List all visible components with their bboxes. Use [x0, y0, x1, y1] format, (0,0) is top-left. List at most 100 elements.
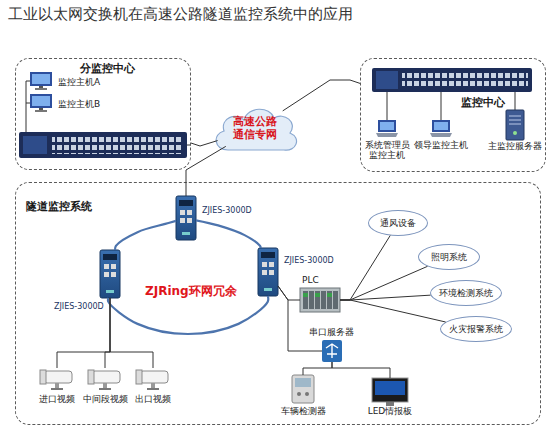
din-switch — [180, 218, 185, 223]
plc-icon — [315, 291, 320, 309]
plc-icon — [315, 293, 320, 297]
din-switch — [111, 264, 116, 269]
subsystem-ellipse: 照明系统 — [418, 244, 480, 270]
laptop-icon — [430, 133, 452, 137]
camera-icon — [136, 370, 142, 384]
device-node: 中间段视频 — [88, 368, 122, 390]
cloud-outline — [216, 109, 296, 150]
rack-switch — [23, 136, 47, 154]
subsystem-ellipse: 通风设备 — [368, 210, 428, 236]
wire — [387, 92, 515, 120]
server-icon — [509, 116, 521, 124]
subsystem-ellipse: 环境检测系统 — [430, 280, 502, 306]
camera-icon — [103, 383, 107, 388]
computer-icon — [30, 94, 52, 108]
wire — [387, 92, 515, 120]
node-label: 照明系统 — [431, 252, 467, 262]
device-node: 监控主机A — [30, 72, 52, 90]
device-node: ZJIES-3000D — [176, 196, 196, 240]
laptop-icon — [378, 120, 396, 132]
node-label: ZJIES-3000D — [284, 256, 334, 265]
computer-icon — [30, 94, 52, 112]
ring-label: ZJRing环网冗余 — [145, 283, 237, 300]
device-node: 进口视频 — [40, 368, 74, 390]
serial-server-icon — [322, 340, 342, 362]
connector-line — [340, 236, 390, 300]
node-label: 中间段视频 — [75, 394, 135, 404]
device-node: 领导监控主机 — [430, 120, 452, 138]
server-icon — [506, 110, 524, 140]
node-label: 分监控中心 — [80, 63, 135, 76]
server-icon — [513, 131, 517, 135]
computer-icon — [39, 86, 43, 88]
group-box: 隧道监控系统ZJIES-3000DZJIES-3000DZJIES-3000DP… — [15, 182, 541, 425]
node-label: PLC — [302, 275, 319, 285]
connector-line — [278, 286, 322, 351]
vehicle-detector-icon — [305, 392, 309, 396]
plc-icon — [327, 293, 332, 297]
computer-icon — [39, 108, 43, 110]
camera-icon — [140, 371, 168, 383]
node-label: 系统管理员 监控主机 — [362, 140, 412, 161]
node-label: 主监控服务器 — [485, 141, 545, 151]
connector-line — [57, 298, 110, 368]
plc-icon — [327, 291, 332, 309]
node-label: 环境检测系统 — [439, 288, 493, 298]
led-board-icon — [372, 378, 408, 402]
subsystem-ellipse: 火灾报警系统 — [440, 316, 512, 342]
din-switch — [262, 270, 267, 275]
node-label: 监控主机B — [58, 99, 100, 109]
connector-line — [278, 286, 300, 300]
plc-icon — [303, 291, 308, 309]
din-switch — [106, 290, 114, 293]
din-switch — [179, 200, 193, 206]
din-switch — [104, 272, 109, 277]
ring-link — [196, 220, 261, 248]
camera-icon — [51, 388, 63, 390]
server-icon — [506, 110, 524, 140]
device-node: 系统管理员 监控主机 — [376, 120, 398, 138]
node-label: 监控中心 — [461, 97, 505, 110]
node-label: 高速公路 通信专网 — [226, 116, 284, 141]
led-board-icon — [372, 378, 408, 406]
device-node: LED情报板 — [372, 378, 408, 402]
din-switch — [176, 196, 196, 240]
din-switch — [258, 248, 278, 296]
ring-link — [115, 221, 176, 250]
rack-switch — [376, 71, 398, 89]
device-node: ZJIES-3000D — [100, 250, 120, 298]
node-label: LED情报板 — [360, 406, 420, 416]
device-node: ZJIES-3000D — [258, 248, 278, 296]
rack-switch — [372, 68, 532, 92]
connector-line — [186, 146, 226, 196]
camera-icon — [44, 371, 72, 383]
network-cloud: 高速公路 通信专网 — [210, 100, 300, 158]
serial-server-icon — [326, 344, 338, 358]
device-node: 出口视频 — [136, 368, 170, 390]
din-switch — [264, 288, 272, 291]
camera-icon — [147, 388, 159, 390]
wire — [26, 81, 30, 132]
connector-line — [105, 298, 110, 368]
node-label: ZJIES-3000D — [54, 302, 104, 311]
camera-icon — [99, 388, 111, 390]
din-switch — [180, 210, 185, 215]
plc-icon — [321, 291, 326, 309]
camera-icon — [40, 370, 72, 390]
computer-icon — [30, 72, 52, 90]
plc-icon — [309, 291, 314, 309]
din-switch — [262, 262, 267, 267]
laptop-icon — [430, 120, 452, 137]
din-switch — [269, 262, 274, 267]
rack-switch — [402, 71, 528, 89]
rack-switch — [19, 132, 187, 158]
laptop-icon — [380, 122, 394, 130]
laptop-icon — [376, 133, 398, 137]
device-node: 监控主机B — [30, 94, 52, 112]
serial-server-icon — [322, 340, 342, 362]
device-node: 车辆检测器 — [292, 375, 314, 403]
node-label: 车辆检测器 — [273, 406, 333, 416]
